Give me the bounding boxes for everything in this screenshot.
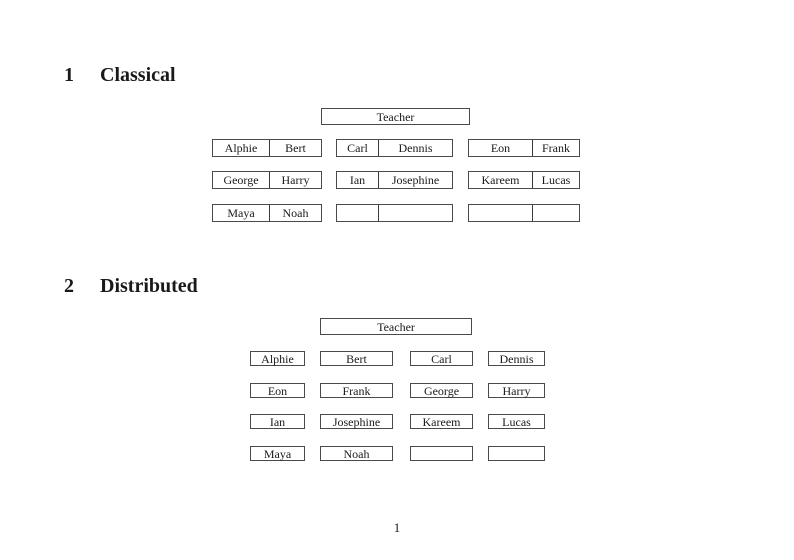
desk-seat: Bert	[285, 141, 306, 155]
desk-single: Noah	[320, 446, 393, 461]
desk-single-empty	[410, 446, 473, 461]
desk-single-empty	[488, 446, 545, 461]
desk-seat: Eon	[469, 140, 533, 156]
desk-single: Kareem	[410, 414, 473, 429]
desk-single: Bert	[320, 351, 393, 366]
desk-pair-empty	[468, 204, 580, 222]
desk-pair: Kareem Lucas	[468, 171, 580, 189]
desk-single: Frank	[320, 383, 393, 398]
section-heading-classical: 1 Classical	[64, 63, 176, 87]
section-heading-distributed: 2 Distributed	[64, 274, 198, 298]
desk-seat: Josephine	[391, 173, 440, 187]
section-number: 1	[64, 64, 74, 86]
desk-seat-empty	[469, 205, 533, 221]
desk-seat: Noah	[282, 206, 309, 220]
desk-single: Eon	[250, 383, 305, 398]
desk-seat: Ian	[337, 172, 379, 188]
teacher-box-classical: Teacher	[321, 108, 470, 125]
teacher-box-distributed: Teacher	[320, 318, 472, 335]
desk-single: Maya	[250, 446, 305, 461]
desk-single: George	[410, 383, 473, 398]
section-number: 2	[64, 275, 74, 297]
desk-pair: Ian Josephine	[336, 171, 453, 189]
desk-pair: Maya Noah	[212, 204, 322, 222]
desk-single: Carl	[410, 351, 473, 366]
desk-seat: Alphie	[213, 140, 270, 156]
desk-seat: Dennis	[398, 141, 433, 155]
desk-single: Harry	[488, 383, 545, 398]
desk-single: Josephine	[320, 414, 393, 429]
desk-pair: George Harry	[212, 171, 322, 189]
desk-single: Alphie	[250, 351, 305, 366]
desk-seat: Lucas	[541, 173, 571, 187]
page-number: 1	[393, 520, 401, 535]
section-title: Classical	[100, 64, 176, 86]
section-title: Distributed	[100, 275, 198, 297]
desk-pair: Alphie Bert	[212, 139, 322, 157]
desk-pair: Eon Frank	[468, 139, 580, 157]
desk-seat: George	[213, 172, 270, 188]
desk-seat: Kareem	[469, 172, 533, 188]
desk-seat-empty	[379, 205, 452, 221]
desk-seat: Maya	[213, 205, 270, 221]
desk-seat: Carl	[337, 140, 379, 156]
desk-seat: Harry	[281, 173, 310, 187]
desk-seat-empty	[533, 205, 579, 221]
desk-seat: Frank	[542, 141, 570, 155]
desk-pair-empty	[336, 204, 453, 222]
desk-seat-empty	[337, 205, 379, 221]
desk-pair: Carl Dennis	[336, 139, 453, 157]
desk-single: Ian	[250, 414, 305, 429]
desk-single: Dennis	[488, 351, 545, 366]
desk-single: Lucas	[488, 414, 545, 429]
